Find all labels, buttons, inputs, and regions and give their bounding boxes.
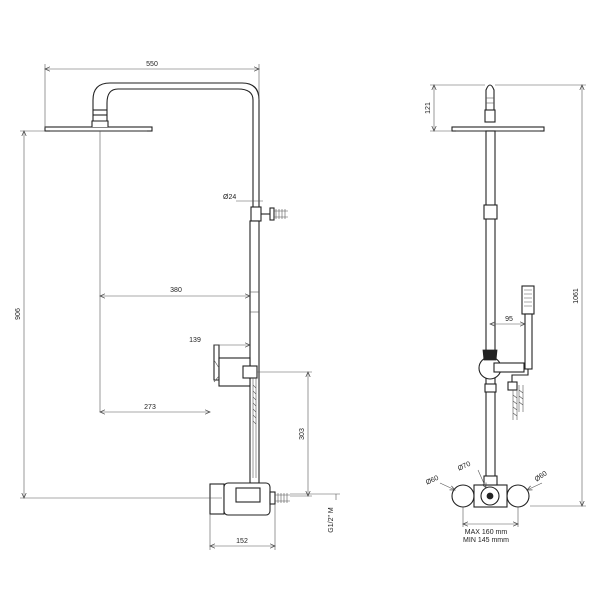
dim-head-121: 121 — [425, 102, 432, 114]
dim-max-centre: MAX 160 mm — [465, 529, 508, 536]
hand-shower-holder — [213, 344, 258, 387]
dim-width-550: 550 — [146, 61, 158, 68]
dim-diameter-60-right: Ø60 — [534, 470, 549, 483]
front-rain-shower-head — [451, 84, 545, 132]
dim-height-906: 906 — [15, 308, 22, 320]
shower-arm — [92, 82, 260, 210]
riser-pipe — [249, 220, 260, 484]
dim-holder-139: 139 — [189, 337, 201, 344]
dim-spacing-303: 303 — [299, 428, 306, 440]
thermostat-mixer-body — [209, 482, 290, 516]
dim-diameter-60-left: Ø60 — [425, 475, 440, 487]
dim-diameter-70: Ø70 — [457, 461, 472, 473]
rain-shower-head — [44, 120, 153, 132]
front-dimension-lines — [430, 85, 586, 527]
dim-total-1061: 1061 — [573, 288, 580, 304]
dim-min-centre: MIN 145 mmm — [463, 537, 509, 544]
shower-hose — [252, 378, 257, 478]
dim-depth-273: 273 — [144, 404, 156, 411]
side-view: 550 906 Ø24 380 139 273 303 G1/2" M 152 — [15, 61, 340, 550]
upper-wall-bracket — [261, 207, 288, 221]
front-joint — [483, 204, 498, 220]
dim-hand-95: 95 — [505, 316, 513, 323]
front-thermostat-mixer — [451, 475, 530, 508]
dim-body-152: 152 — [236, 538, 248, 545]
side-dimension-lines — [20, 64, 340, 550]
front-diverter-holder — [478, 349, 525, 393]
front-hose — [512, 385, 524, 420]
dim-diameter-24: Ø24 — [223, 194, 236, 201]
front-hand-shower — [507, 285, 535, 391]
front-riser-pipe — [485, 130, 496, 486]
dim-thread-g12: G1/2" M — [328, 507, 335, 533]
dim-arm-380: 380 — [170, 287, 182, 294]
front-view: 121 1061 95 Ø70 Ø60 Ø60 MAX 160 mm MIN 1… — [425, 85, 586, 544]
upper-joint — [250, 206, 262, 222]
